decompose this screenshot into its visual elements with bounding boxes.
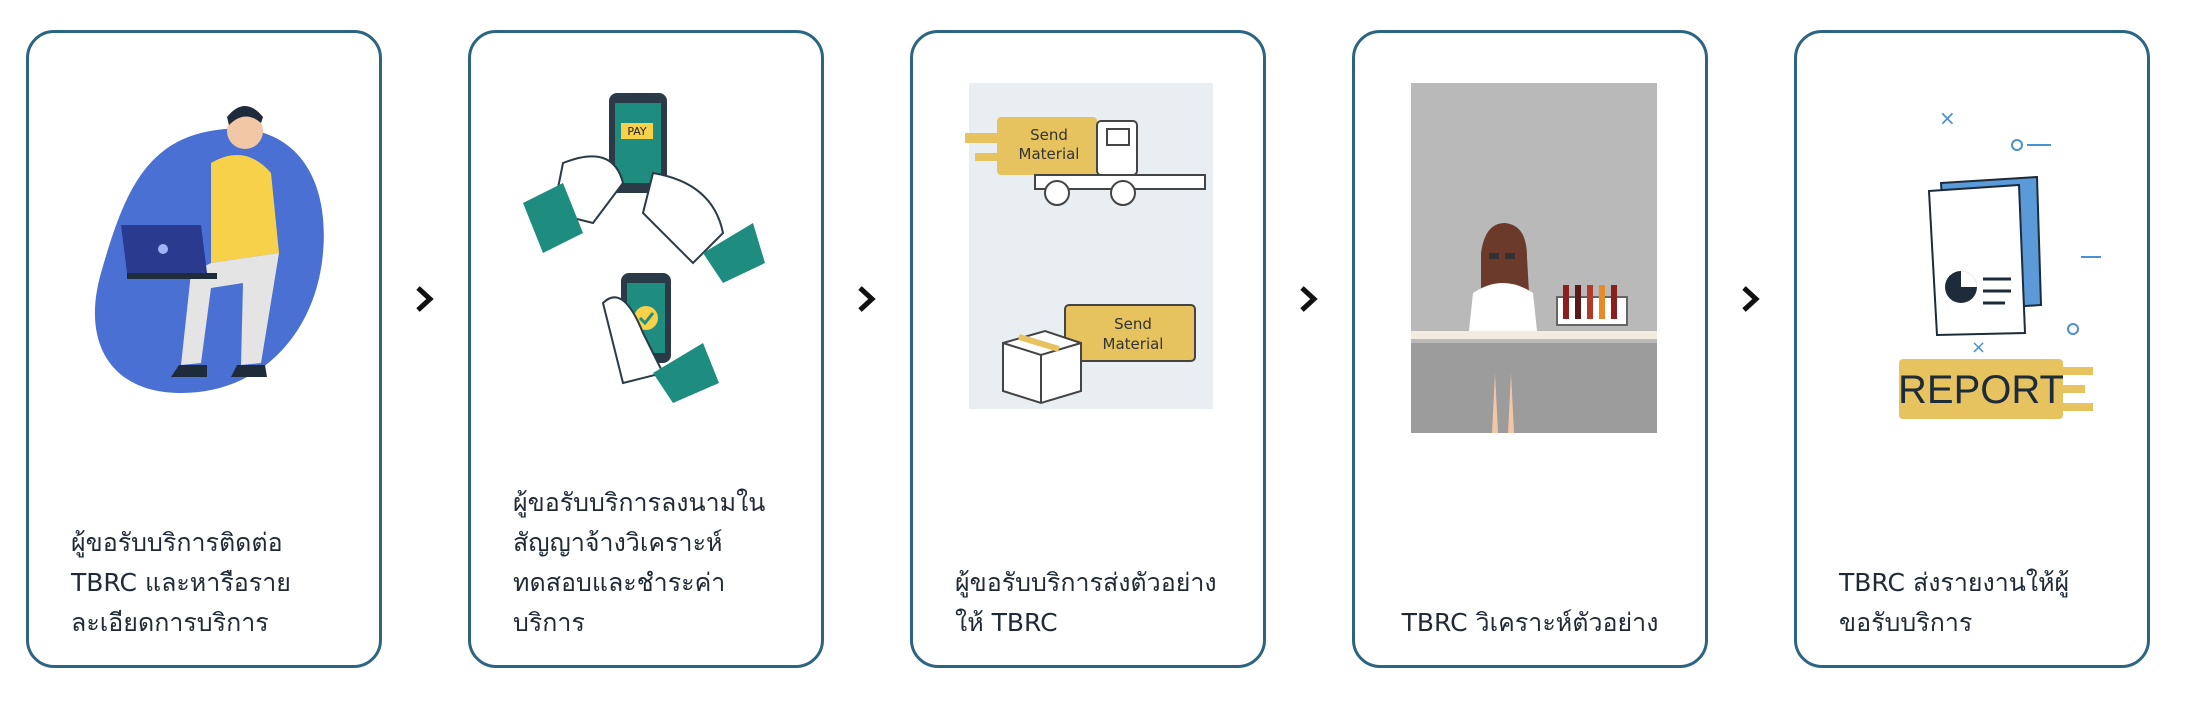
chevron-right-icon <box>1742 286 1760 312</box>
truck-send-label: Send <box>1030 126 1068 144</box>
chevron-right-icon <box>858 286 876 312</box>
step-caption-3: ผู้ขอรับบริการส่งตัวอย่าง ให้ TBRC <box>955 568 1217 637</box>
truck-material-label: Material <box>1019 145 1080 163</box>
step-card-1: ผู้ขอรับบริการติดต่อ TBRC และหารือราย ละ… <box>26 30 382 668</box>
step-caption-2: ผู้ขอรับบริการลงนามใน สัญญาจ้างวิเคราะห์… <box>513 488 766 637</box>
chevron-right-icon <box>416 286 434 312</box>
step-card-2: PAY ผู้ขอรับบริการลงนามใน สัญญาจ้างวิเคร… <box>468 30 824 668</box>
step-card-5: × × REPORT TBRC ส่งรายงานให้ผู้ ขอรับบริ… <box>1794 30 2150 668</box>
step-card-3: Send Material Send Material ผู้ขอรับบริก… <box>910 30 1266 668</box>
send-material-illustration: Send Material Send Material <box>965 83 1213 409</box>
step-caption-5: TBRC ส่งรายงานให้ผู้ ขอรับบริการ <box>1839 568 2070 637</box>
report-label: REPORT <box>1898 368 2064 412</box>
step-card-4: TBRC วิเคราะห์ตัวอย่าง <box>1352 30 1708 668</box>
lab-scientist-illustration <box>1411 83 1657 433</box>
step-caption-4: TBRC วิเคราะห์ตัวอย่าง <box>1401 608 1659 637</box>
person-laptop-illustration <box>94 106 324 393</box>
box-send-label: Send <box>1114 315 1152 333</box>
step-caption-1: ผู้ขอรับบริการติดต่อ TBRC และหารือราย ละ… <box>71 528 291 637</box>
svg-text:×: × <box>1971 337 1986 358</box>
svg-text:×: × <box>1939 106 1956 130</box>
box-material-label: Material <box>1103 335 1164 353</box>
chevron-right-icon <box>1300 286 1318 312</box>
report-document-illustration: × × REPORT <box>1898 106 2101 419</box>
phone-payment-illustration: PAY <box>523 93 765 403</box>
pay-label: PAY <box>627 125 647 138</box>
